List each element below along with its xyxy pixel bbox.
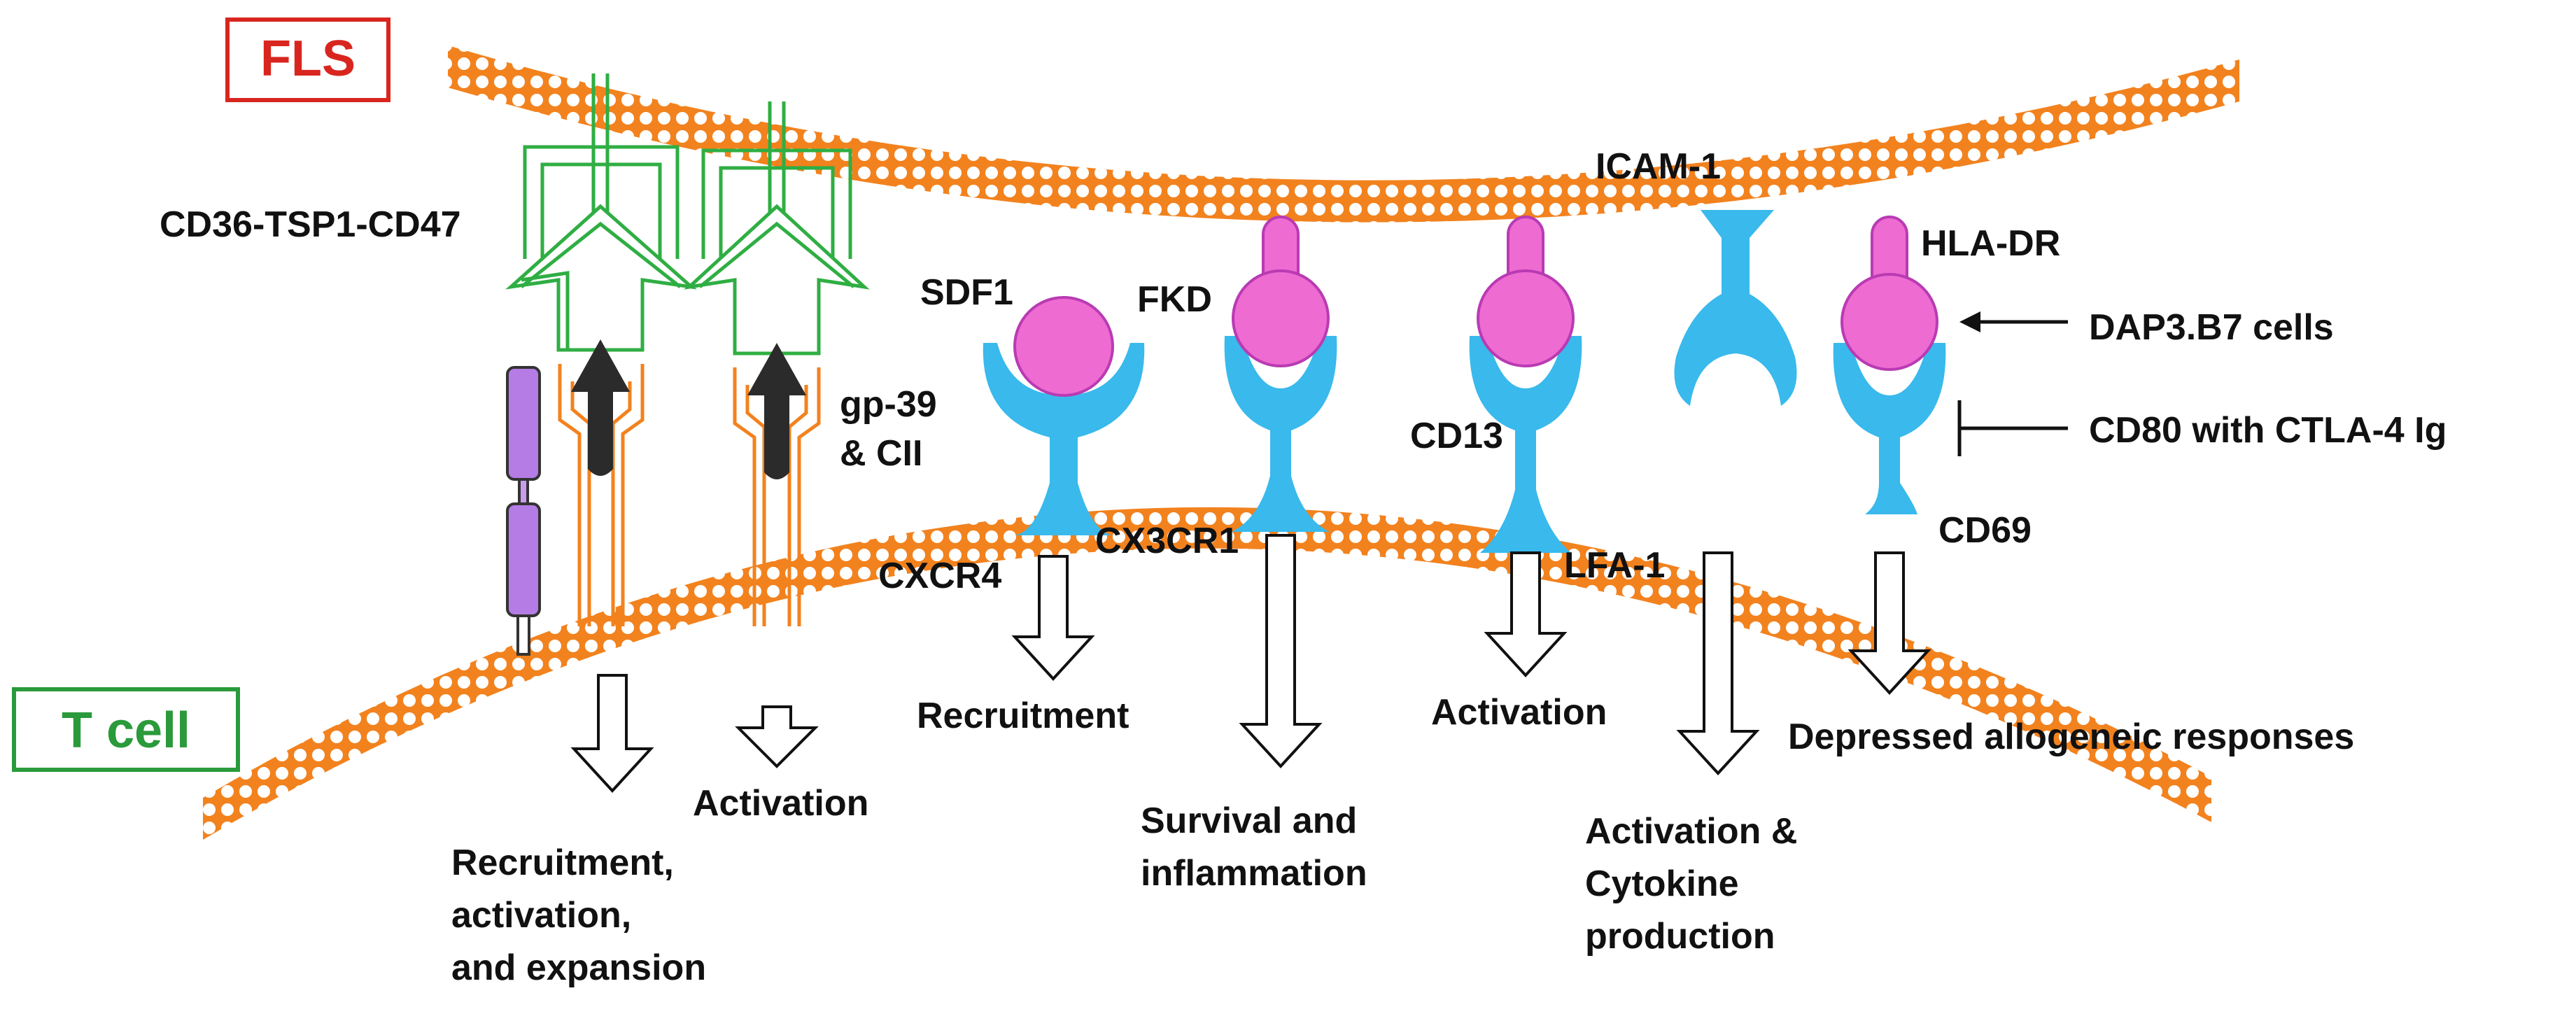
hla-dr-ligand <box>1840 216 1938 371</box>
outcome-activation-2: Activation <box>1431 692 1607 733</box>
outcome-recruitment: Recruitment <box>917 696 1129 736</box>
hla-dr-label: HLA-DR <box>1921 223 2060 264</box>
cd13-lfa1-pair <box>1469 216 1582 553</box>
tcell-label-box: T cell <box>12 687 240 772</box>
down-arrow-activation-2 <box>1484 551 1568 677</box>
dap3-activation-arrow <box>1959 311 2068 332</box>
cd13-label: CD13 <box>1410 416 1503 456</box>
icam1-label: ICAM-1 <box>1596 146 1721 187</box>
down-arrow-icons <box>570 534 1931 793</box>
fls-membrane <box>448 45 2239 223</box>
cd36-orange-receptor <box>558 364 645 626</box>
outcome-recruit-line-2: activation, <box>451 895 631 936</box>
fkd-cx3cr1-pair <box>1224 216 1337 532</box>
down-arrow-cytokine <box>1676 551 1760 775</box>
outcome-depressed: Depressed allogeneic responses <box>1788 717 2354 757</box>
sdf1-label: SDF1 <box>920 272 1013 313</box>
outcome-survival-line-1: Survival and <box>1141 801 1357 841</box>
hla-dr-cd69-pair <box>1833 216 1946 514</box>
cd80-inhibition-bar <box>1957 400 2068 456</box>
fls-label: FLS <box>260 31 356 87</box>
icam1-receptor <box>1674 210 1797 406</box>
lfa1-ligand <box>1477 216 1575 367</box>
down-arrow-recruitment <box>1011 555 1095 681</box>
outcome-activation-1: Activation <box>693 783 868 824</box>
outcome-survival-line-2: inflammation <box>1141 853 1367 894</box>
outcome-cytokine-line-2: Cytokine <box>1585 864 1739 904</box>
down-arrow-survival <box>1239 534 1323 768</box>
outcome-recruit-line-3: and expansion <box>451 948 706 988</box>
outcome-cytokine-line-3: production <box>1585 916 1775 957</box>
fkd-label: FKD <box>1137 279 1212 320</box>
cd36-tsp1-cd47-label: CD36-TSP1-CD47 <box>160 204 461 245</box>
dap3-label: DAP3.B7 cells <box>2089 307 2334 348</box>
gp39-orange-receptor <box>733 367 821 626</box>
sdf1-ligand <box>1013 296 1114 397</box>
tcell-label: T cell <box>62 703 190 759</box>
outcome-cytokine-line-1: Activation & <box>1585 811 1797 852</box>
down-arrow-recruit-expansion <box>570 674 654 793</box>
gp39-label: gp-39 <box>840 384 937 425</box>
cd36-tsp1-cd47-complex-1 <box>505 73 697 626</box>
outcome-recruit-line-1: Recruitment, <box>451 843 674 883</box>
cd69-label: CD69 <box>1938 510 2032 551</box>
cx3cr1-label: CX3CR1 <box>1095 521 1239 561</box>
cii-label: & CII <box>840 433 922 474</box>
purple-transmembrane-protein <box>506 366 541 656</box>
cd13-receptor <box>1469 336 1582 553</box>
gp39-cii-complex <box>684 101 870 626</box>
activation-arrow-icon-2 <box>747 343 806 479</box>
cd69-receptor <box>1833 343 1946 514</box>
lfa1-label: LFA-1 <box>1564 545 1665 586</box>
cxcr4-label: CXCR4 <box>878 556 1001 596</box>
cx3cr1-receptor <box>1224 336 1337 532</box>
tsp1-green-chevron <box>505 73 697 352</box>
fls-label-box: FLS <box>225 17 390 102</box>
gp39-green-chevron <box>684 101 870 355</box>
down-arrow-activation-1 <box>735 705 819 768</box>
sdf1-cxcr4-pair <box>983 296 1145 535</box>
down-arrow-depressed <box>1847 551 1931 695</box>
cxcr4-receptor <box>983 343 1145 535</box>
cd80-label: CD80 with CTLA-4 Ig <box>2089 410 2447 451</box>
fkd-ligand <box>1232 216 1330 367</box>
activation-arrow-icon <box>571 339 630 476</box>
